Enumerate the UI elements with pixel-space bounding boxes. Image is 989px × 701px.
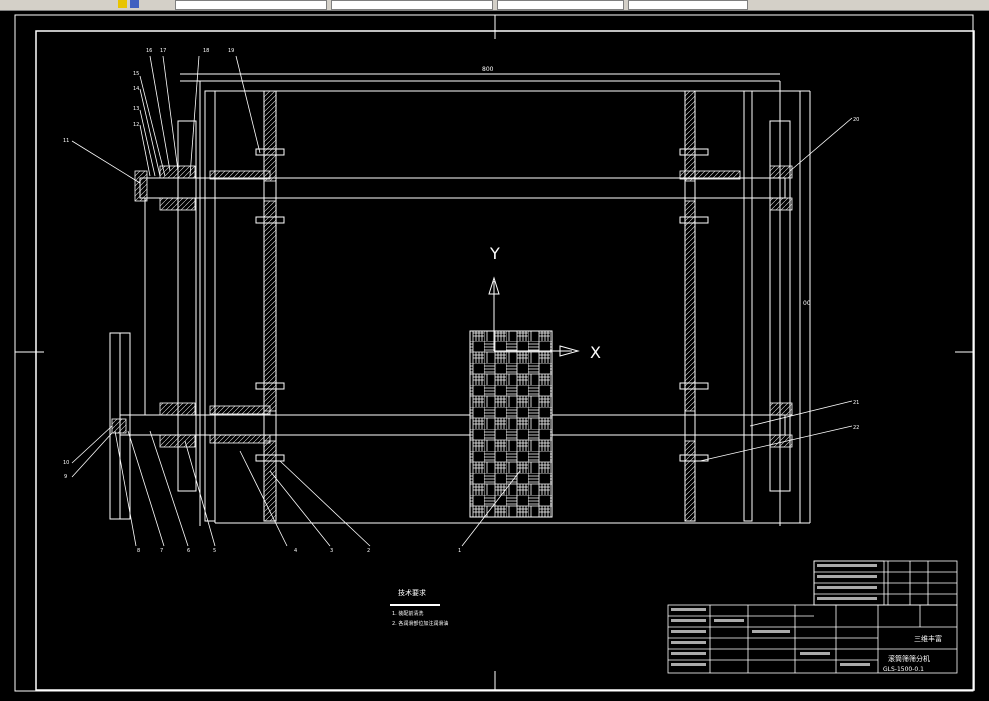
balloon-18: 18	[203, 48, 209, 54]
cad-drawing: 800 00 Y X 16 17	[14, 14, 975, 692]
balloon-2: 2	[367, 548, 370, 554]
balloon-3: 3	[330, 548, 333, 554]
dim-right-label: 00	[803, 300, 811, 307]
balloon-11: 11	[63, 138, 69, 144]
axis-y-label: Y	[489, 244, 500, 263]
balloon-6: 6	[187, 548, 190, 554]
title-company: 三维丰富	[914, 634, 942, 643]
balloon-19: 19	[228, 48, 234, 54]
title-block-fill-text	[671, 564, 877, 666]
balloon-8: 8	[137, 548, 140, 554]
tech-title: 技术要求	[398, 588, 426, 597]
balloon-10: 10	[63, 460, 69, 466]
outer-border	[14, 14, 974, 692]
dim-top-label: 800	[482, 66, 494, 73]
tech-line-2: 2. 各润滑部位加注润滑油	[392, 620, 448, 627]
axis-x-label: X	[590, 343, 601, 362]
balloon-17: 17	[160, 48, 166, 54]
technical-notes: 技术要求 1. 装配前清洗 2. 各润滑部位加注润滑油	[390, 588, 448, 627]
balloon-13: 13	[133, 106, 139, 112]
screen-mesh-sample	[469, 330, 553, 518]
hatched-sections	[111, 90, 793, 522]
title-block	[667, 560, 958, 674]
title-name: 滚筒筛筛分机	[888, 654, 930, 663]
drawing-canvas[interactable]: 800 00 Y X 16 17	[0, 11, 989, 697]
toolbar	[0, 0, 989, 11]
balloon-20: 20	[853, 117, 859, 123]
balloon-14: 14	[133, 86, 139, 92]
layer-dropdown[interactable]	[175, 0, 327, 10]
tech-line-1: 1. 装配前清洗	[392, 610, 423, 617]
balloon-12: 12	[133, 122, 139, 128]
leader-lines	[71, 55, 853, 547]
linetype-dropdown[interactable]	[497, 0, 624, 10]
yellow-tool-icon[interactable]	[118, 0, 127, 8]
blue-tool-icon[interactable]	[130, 0, 139, 8]
frame-geometry	[109, 80, 811, 526]
balloon-9: 9	[64, 474, 67, 480]
color-dropdown[interactable]	[331, 0, 493, 10]
balloon-16: 16	[146, 48, 152, 54]
lineweight-dropdown[interactable]	[628, 0, 748, 10]
balloon-21: 21	[853, 400, 859, 406]
balloon-7: 7	[160, 548, 163, 554]
coordinate-axes	[488, 276, 580, 357]
inner-border	[35, 30, 975, 691]
balloon-22: 22	[853, 425, 859, 431]
balloon-15: 15	[133, 71, 139, 77]
bolts	[255, 148, 709, 462]
balloon-1: 1	[458, 548, 461, 554]
balloon-4: 4	[294, 548, 297, 554]
title-code: GLS-1500-0.1	[883, 666, 924, 673]
balloon-5: 5	[213, 548, 216, 554]
